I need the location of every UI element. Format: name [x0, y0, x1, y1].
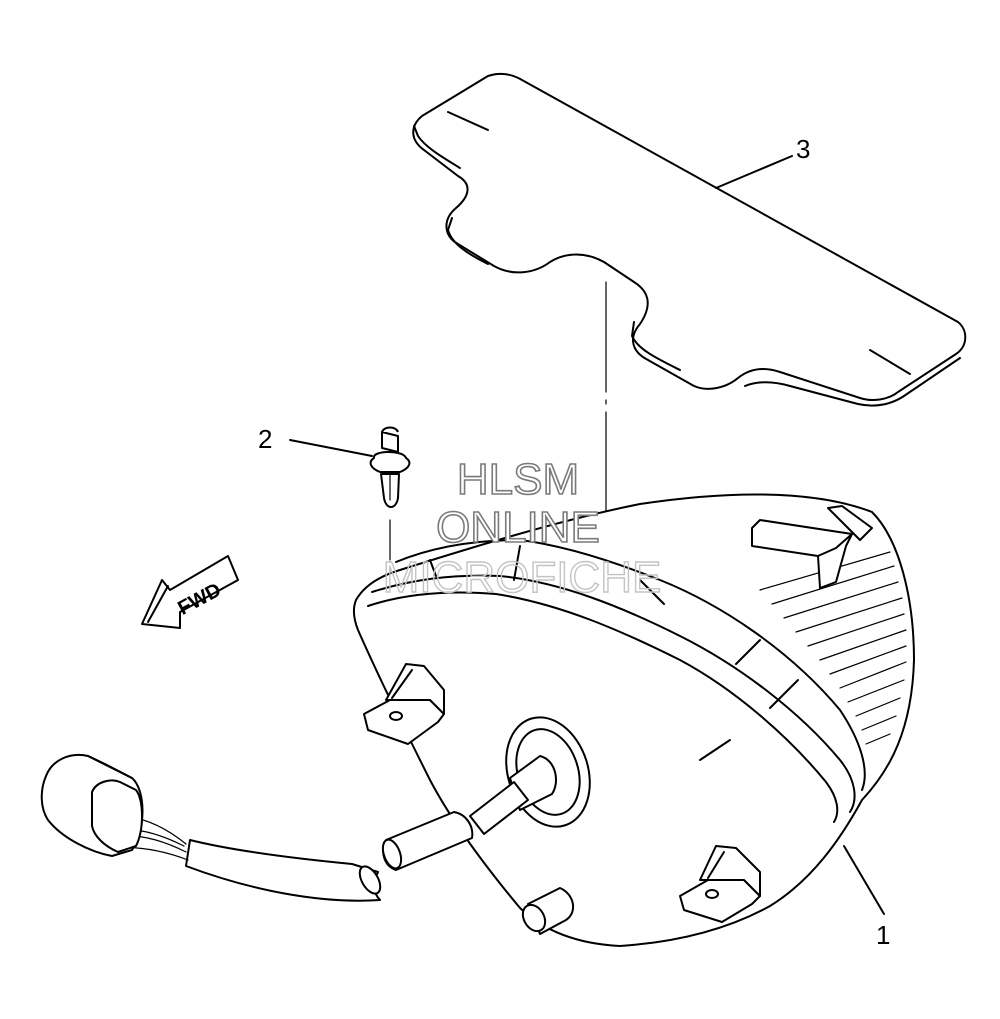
part-3-gasket[interactable]	[412, 72, 967, 407]
leader-line-1	[843, 845, 885, 915]
wire-harness	[40, 754, 529, 902]
watermark-line-1: HLSM	[457, 455, 579, 504]
part-2-rivet[interactable]	[369, 426, 411, 508]
leader-line-2	[289, 439, 373, 457]
watermark-line-2: ONLINE	[436, 503, 600, 552]
leader-line-3	[715, 155, 793, 189]
watermark-line-3: MICROFICHE	[383, 553, 662, 602]
watermark: HLSM ONLINE MICROFICHE	[382, 454, 662, 603]
callout-1: 1	[876, 920, 890, 950]
callout-3: 3	[796, 134, 810, 164]
callout-2: 2	[258, 424, 272, 454]
fwd-direction-arrow: FWD	[141, 555, 239, 629]
part-1-tail-light[interactable]	[352, 493, 915, 947]
